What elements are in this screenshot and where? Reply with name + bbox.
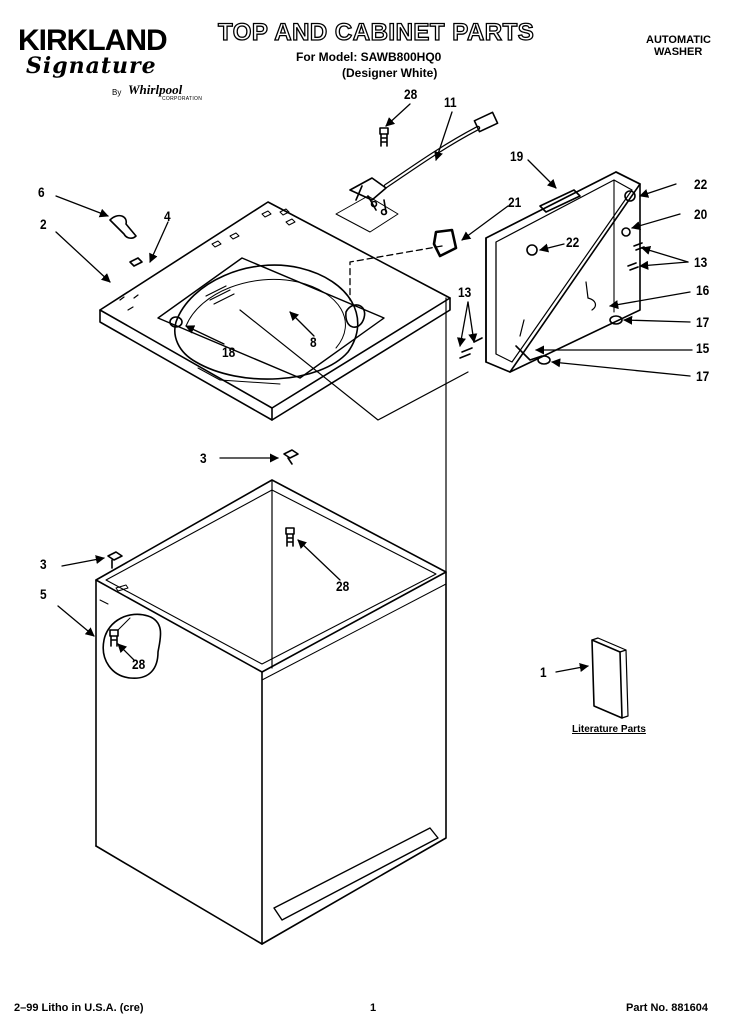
- wire-harness: [335, 111, 499, 233]
- clip-4: [129, 257, 143, 267]
- callout-1: 1: [540, 664, 547, 680]
- product-type-line1: AUTOMATIC: [646, 34, 711, 46]
- callout-11: 11: [444, 94, 457, 110]
- product-type-line2: WASHER: [654, 46, 703, 58]
- washer-cabinet: [95, 479, 447, 945]
- literature-booklet-icon: [591, 637, 629, 719]
- callout-6: 6: [38, 184, 45, 200]
- callout-20: 20: [694, 206, 708, 222]
- callout-8: 8: [310, 334, 317, 350]
- callout-22-right: 22: [694, 176, 708, 192]
- maker-subtitle: CORPORATION: [162, 96, 203, 102]
- callout-28-panel: 28: [132, 656, 146, 672]
- footer-part-number: Part No. 881604: [626, 1002, 708, 1014]
- callout-2: 2: [40, 216, 47, 232]
- model-line: For Model: SAWB800HQ0: [296, 50, 442, 64]
- footer-print-info: 2–99 Litho in U.S.A. (cre): [14, 1002, 144, 1014]
- callout-3-upper: 3: [200, 450, 207, 466]
- callout-15: 15: [696, 340, 710, 356]
- callout-17-lower: 17: [696, 368, 710, 384]
- callout-18: 18: [222, 344, 236, 360]
- maker-logo: Whirlpool: [128, 82, 183, 97]
- washer-top-lid: [99, 201, 451, 421]
- variant-line: (Designer White): [342, 66, 438, 80]
- footer-page-number: 1: [370, 1002, 377, 1014]
- hinge-clip: [109, 214, 137, 239]
- literature-parts-label: Literature Parts: [572, 724, 646, 735]
- callout-5: 5: [40, 586, 47, 602]
- callout-13-right: 13: [694, 254, 708, 270]
- callout-19: 19: [510, 148, 524, 164]
- callout-leaders: [55, 103, 693, 673]
- callout-21: 21: [508, 194, 522, 210]
- screw-28-mid: [285, 527, 295, 547]
- page-title: TOP AND CABINET PARTS: [217, 19, 535, 46]
- brand-signature: Signature: [26, 53, 157, 79]
- brand-name: KIRKLAND: [18, 24, 168, 57]
- screw-28-top: [379, 127, 389, 147]
- callout-28-top: 28: [404, 86, 418, 102]
- callout-17-upper: 17: [696, 314, 710, 330]
- callout-4: 4: [164, 208, 171, 224]
- callout-3-lower: 3: [40, 556, 47, 572]
- callout-13-left: 13: [458, 284, 472, 300]
- clip-3-upper: [283, 449, 299, 465]
- callout-22-inner: 22: [566, 234, 580, 250]
- lid-bumpers: [459, 190, 645, 365]
- screw-28-panel: [109, 629, 119, 647]
- switch-bracket: [432, 228, 458, 258]
- clip-3-lower: [107, 551, 123, 569]
- brand-by: By: [112, 88, 122, 97]
- callout-28-mid: 28: [336, 578, 350, 594]
- callout-16: 16: [696, 282, 710, 298]
